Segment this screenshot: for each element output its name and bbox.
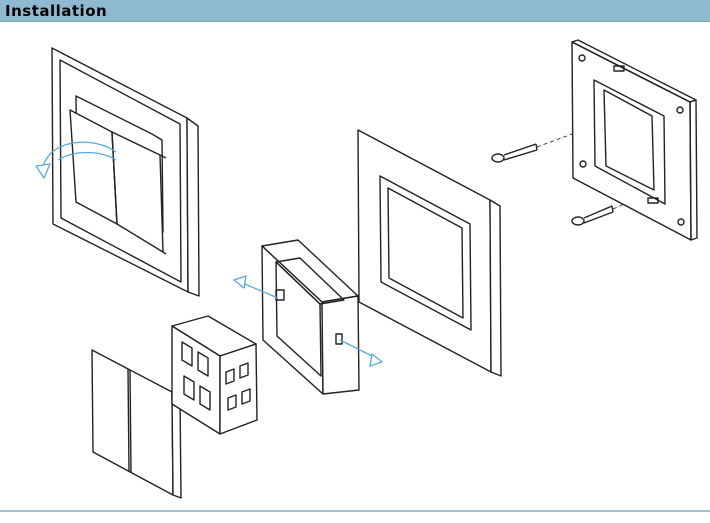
section-title: Installation: [5, 2, 108, 20]
curved-arrow-icon: [35, 141, 117, 179]
cover-frame-icon: [357, 129, 502, 377]
switch-frame-assembled-icon: [51, 47, 200, 297]
double-arrow-icon: [233, 275, 383, 367]
rocker-switch-icon: [91, 349, 182, 499]
section-header: Installation: [0, 0, 710, 22]
installation-diagram: [35, 39, 698, 499]
switch-module-icon: [171, 315, 258, 435]
footer-divider: [0, 510, 710, 512]
mounting-plate-icon: [571, 39, 698, 241]
support-ring-icon: [261, 239, 360, 395]
